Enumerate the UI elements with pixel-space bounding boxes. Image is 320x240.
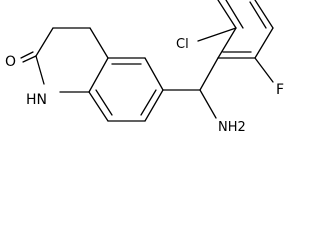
linker — [162, 57, 219, 119]
atom-label-ring-nitrogen: HN — [26, 92, 47, 108]
bond-p6-f — [254, 57, 274, 83]
bond-c2-n1 — [35, 55, 45, 85]
bond-p5-p4-inner — [249, 1, 267, 29]
bond-p2-p3 — [217, 0, 237, 29]
bond-c6-c7 — [144, 89, 164, 122]
atom-label-amine: NH2 — [218, 120, 246, 135]
bond-p1-p2 — [217, 27, 237, 59]
atom-label-chlorine: Cl — [176, 37, 189, 52]
bond-c5-c6 — [144, 57, 164, 91]
bond-c6-c7-inner — [140, 89, 157, 116]
atom-label-oxygen: O — [5, 54, 16, 70]
bond-c8a-c4a — [88, 57, 109, 93]
benzo-ring — [88, 57, 164, 122]
lactam-ring — [20, 27, 109, 93]
bond-c2-c3 — [35, 27, 54, 57]
bond-p2-p3-inner — [225, 0, 244, 29]
bond-ch-phenyl — [199, 57, 219, 91]
atom-label-fluorine: F — [276, 82, 284, 98]
bond-c8-c8a-inner — [95, 89, 113, 116]
fluorochlorophenyl-ring — [197, 0, 274, 83]
bond-c4-c4a — [89, 27, 109, 59]
bond-p2-cl — [197, 27, 237, 42]
chemical-structure-diagram: O HN Cl F NH2 — [5, 0, 284, 135]
bond-p6-p5 — [254, 27, 274, 59]
bond-c2-o-b — [20, 51, 34, 59]
atom-labels: O HN Cl F NH2 — [5, 37, 284, 135]
bond-p5-p4 — [254, 0, 274, 29]
bond-c2-o-a — [22, 55, 37, 63]
bond-c8-c8a — [88, 91, 109, 122]
bond-ch-nh2 — [199, 89, 217, 119]
